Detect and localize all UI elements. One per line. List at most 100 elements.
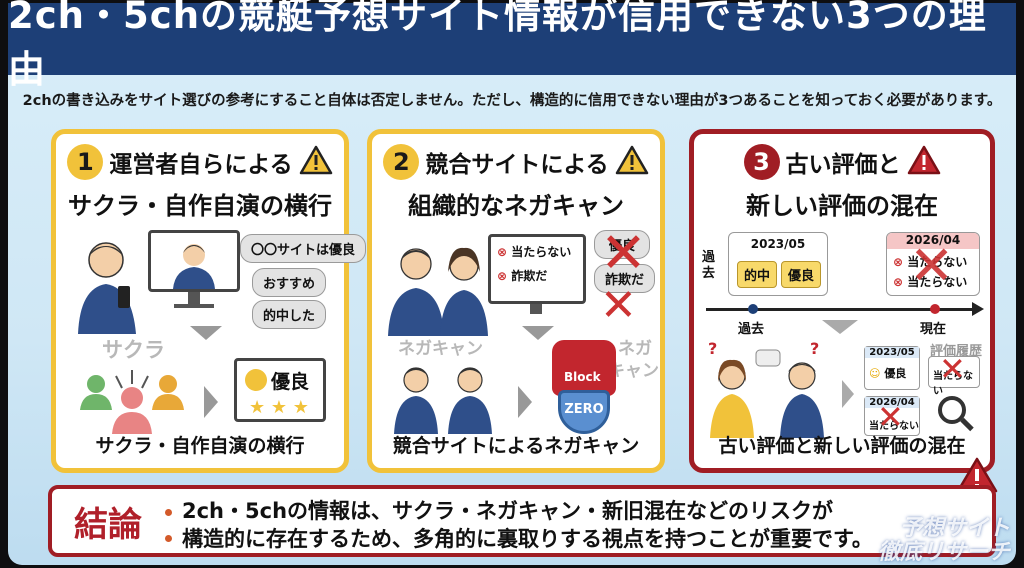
watermark-line-1: 予想サイト: [899, 515, 1010, 541]
cross-mark-icon: ✕: [600, 280, 637, 331]
block-hand-icon: Block: [552, 340, 616, 396]
timeline-dot-past: [748, 304, 758, 314]
old-review-panel: 2023/05 的中 優良: [728, 232, 828, 296]
no-hit-label: 当たらない: [511, 245, 572, 259]
no-icon: ⊗: [497, 269, 508, 283]
old-date: 2023/05: [750, 237, 806, 251]
history-new-date: 2026/04: [865, 397, 919, 408]
negacan-label-left: ネガキャン: [398, 339, 483, 359]
card-2-footer: 競合サイトによるネガキャン: [392, 435, 640, 457]
timeline-axis: [706, 308, 974, 311]
block-label: Block: [564, 370, 601, 384]
arrow-right: [518, 386, 532, 418]
monitor-illustration: ⊗ 当たらない ⊗ 詐欺だ: [488, 234, 586, 304]
angry-people-illustration: [380, 236, 498, 336]
history-old-tag: ☺ 優良: [869, 367, 907, 380]
card-2-number: 2: [383, 144, 420, 180]
arrow-down: [190, 326, 222, 340]
cross-mark-icon: ✕: [939, 350, 966, 388]
new-date: 2026/04: [887, 233, 979, 249]
conclusion-key: 結論: [74, 505, 142, 545]
new-review-panel: 2026/04 ⊗ 当たらない ⊗ 当たらない ✕: [886, 232, 980, 296]
watermark-line-2: 徹底リサーチ: [877, 539, 1010, 565]
card-1-heading-line2: サクラ・自作自演の横行: [68, 192, 332, 220]
bubble-hit: 的中した: [252, 300, 327, 329]
card-3-footer: 古い評価と新しい評価の混在: [718, 435, 966, 457]
zero-shield-icon: ZERO: [558, 390, 610, 434]
fraud-bubble: ⊗ 詐欺だ: [497, 267, 547, 284]
watermark-logo: 予想サイト 徹底リサーチ: [877, 515, 1010, 565]
warning-icon: [615, 145, 649, 179]
bullet-dot: [165, 535, 172, 542]
crowd-illustration: [74, 362, 190, 434]
arrow-down: [822, 320, 858, 334]
warning-icon: [299, 145, 333, 179]
monitor-base: [174, 304, 214, 308]
intro-text: 2chの書き込みをサイト選びの参考にすること自体は否定しません。ただし、構造的に…: [22, 93, 1002, 109]
history-old-tag-label: 優良: [884, 367, 907, 380]
sakura-label: サクラ: [102, 338, 165, 362]
new-tag-1-label: 当たらない: [907, 255, 968, 269]
history-new-label: 当たらない: [869, 421, 919, 432]
cross-mark-icon: ✕: [600, 221, 647, 286]
infographic: 2ch・5chの競艇予想サイト情報が信用できない3つの理由 2chの書き込みをサ…: [8, 0, 1016, 565]
no-hit-bubble: ⊗ 当たらない: [497, 243, 571, 260]
negacan-label-right-2: キャン: [608, 361, 659, 381]
tag-good: 優良: [781, 261, 822, 288]
man-with-phone-illustration: [74, 238, 144, 334]
bubble-good-site: 〇〇サイトは優良: [240, 234, 367, 263]
history-label: 評価履歴: [930, 344, 983, 359]
history-old-date: 2023/05: [865, 347, 919, 358]
cross-mark-icon: ✕: [877, 398, 904, 436]
confused-people-illustration: ??: [706, 339, 836, 438]
arrow-right: [204, 386, 218, 418]
monitor-stand: [530, 304, 542, 314]
card-1-footer: サクラ・自作自演の横行: [95, 435, 305, 457]
arrow-right: [842, 380, 854, 408]
history-crossed-label: 当たらない: [933, 371, 973, 397]
tag-hit: 的中: [737, 261, 778, 288]
no-icon: ⊗: [893, 275, 904, 289]
timeline-arrowhead: [972, 302, 984, 316]
card-3-heading-line1: 古い評価と: [785, 152, 901, 178]
bullet-dot: [165, 509, 172, 516]
axis-now-label: 現在: [920, 322, 947, 337]
card-3-heading-line2: 新しい評価の混在: [746, 192, 938, 220]
history-item-old-crossed: 当たらない ✕: [928, 350, 980, 397]
svg-text:?: ?: [810, 339, 819, 358]
card-1-number: 1: [67, 144, 104, 180]
good-badge: 優良: [271, 371, 310, 393]
new-tag-2: ⊗ 当たらない: [893, 273, 967, 290]
svg-text:?: ?: [708, 339, 717, 358]
fraud-label: 詐欺だ: [511, 269, 548, 283]
bubble-recommend: おすすめ: [252, 268, 327, 297]
monitor-illustration: [148, 230, 240, 292]
crossed-bubble-fraud: 詐欺だ: [594, 264, 656, 293]
title-bar: 2ch・5chの競艇予想サイト情報が信用できない3つの理由: [8, 0, 1016, 91]
conclusion-box: 結論 2ch・5chの情報は、サクラ・ネガキャン・新旧混在などのリスクが 構造的…: [48, 485, 996, 557]
magnifier-handle: [960, 417, 974, 432]
crossed-arms-illustration: [388, 362, 500, 434]
new-tag-2-label: 当たらない: [907, 275, 968, 289]
history-item-old: 2023/05 ☺ 優良: [864, 346, 920, 390]
axis-past-label: 過去: [738, 322, 765, 337]
crossed-fraud-label: 詐欺だ: [605, 273, 645, 288]
timeline-dot-now: [930, 304, 940, 314]
zero-label: ZERO: [564, 402, 604, 417]
smiley-icon: [245, 369, 267, 391]
cross-mark-icon: ✕: [909, 234, 955, 297]
warning-icon: [907, 145, 941, 179]
crossed-good-label: 優良: [609, 239, 636, 254]
rating-monitor: 優良 ★ ★ ★: [234, 358, 326, 422]
monitor-stand: [188, 292, 200, 304]
card-1-heading-line1: 運営者自らによる: [109, 152, 293, 178]
card-3-number: 3: [743, 144, 780, 180]
conclusion-line-2: 構造的に存在するため、多角的に裏取りする視点を持つことが重要です。: [182, 527, 873, 551]
